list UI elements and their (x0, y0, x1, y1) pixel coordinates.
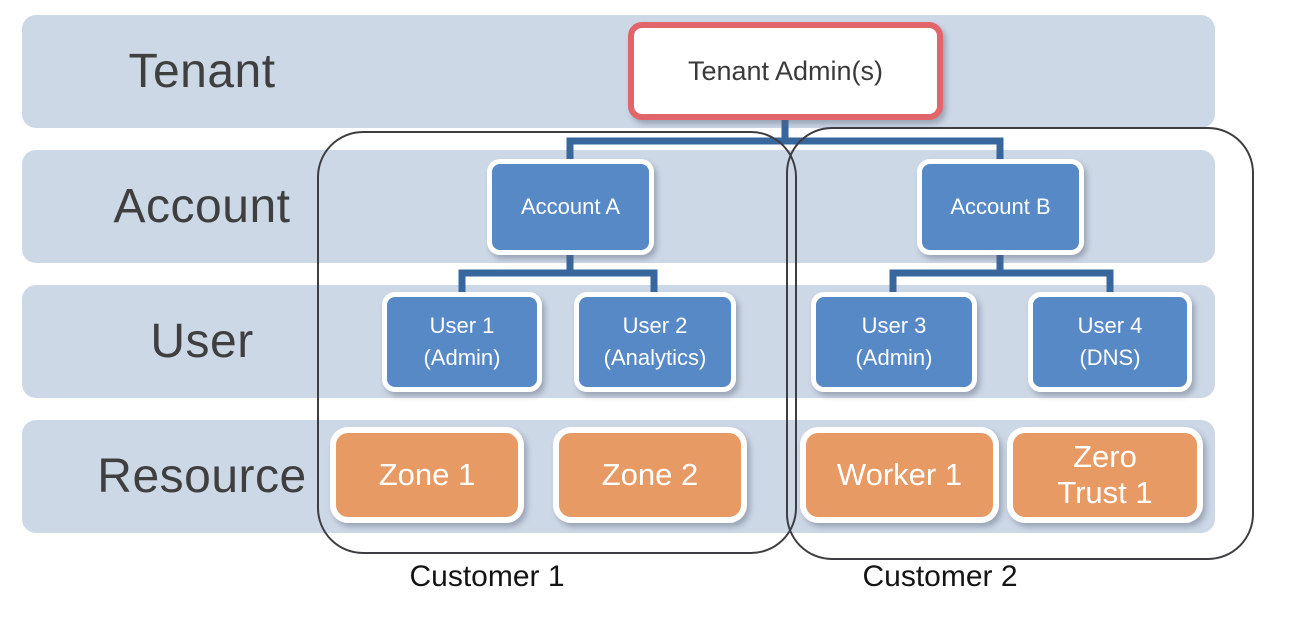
account-b-node: Account B (917, 159, 1084, 255)
user-row-label: User (150, 315, 254, 368)
zone-1-label: Zone 1 (378, 457, 476, 493)
user-2-name: User 2 (622, 313, 688, 339)
zero-trust-1-line1: Zero (1073, 439, 1137, 475)
zone-2-node: Zone 2 (553, 427, 747, 523)
worker-1-node: Worker 1 (800, 427, 999, 523)
user-2-node: User 2 (Analytics) (574, 292, 736, 392)
user-1-name: User 1 (429, 313, 495, 339)
user-3-name: User 3 (861, 313, 927, 339)
account-b-label: Account B (950, 194, 1051, 219)
tenant-admin-node: Tenant Admin(s) (628, 22, 943, 120)
customer-2-label: Customer 2 (862, 560, 1018, 593)
zero-trust-1-line2: Trust 1 (1057, 475, 1153, 510)
tenant-admin-label: Tenant Admin(s) (687, 55, 884, 86)
user-4-name: User 4 (1077, 313, 1143, 339)
user-3-node: User 3 (Admin) (811, 292, 977, 392)
zone-1-node: Zone 1 (330, 427, 524, 523)
resource-row-label: Resource (97, 450, 307, 503)
tenant-row-label: Tenant (128, 45, 276, 98)
customer-1-label: Customer 1 (409, 560, 565, 593)
zero-trust-1-node: Zero Trust 1 (1007, 427, 1203, 523)
customer-1-group-outline (317, 131, 797, 554)
user-4-node: User 4 (DNS) (1028, 292, 1192, 392)
user-2-role: (Analytics) (603, 345, 707, 370)
account-a-node: Account A (487, 159, 654, 255)
customer-2-group-outline (786, 127, 1254, 560)
user-1-node: User 1 (Admin) (382, 292, 542, 392)
user-4-role: (DNS) (1079, 345, 1141, 370)
connector-account-a-to-users (458, 269, 658, 298)
tenant-row-band (22, 15, 1215, 128)
zone-2-label: Zone 2 (601, 457, 699, 493)
user-3-role: (Admin) (855, 345, 933, 370)
connector-tenant-to-accounts (566, 137, 1004, 166)
account-a-label: Account A (520, 194, 621, 219)
user-1-role: (Admin) (423, 345, 501, 370)
account-row-label: Account (113, 180, 291, 233)
worker-1-label: Worker 1 (836, 457, 963, 493)
connector-account-b-to-users (889, 269, 1114, 298)
